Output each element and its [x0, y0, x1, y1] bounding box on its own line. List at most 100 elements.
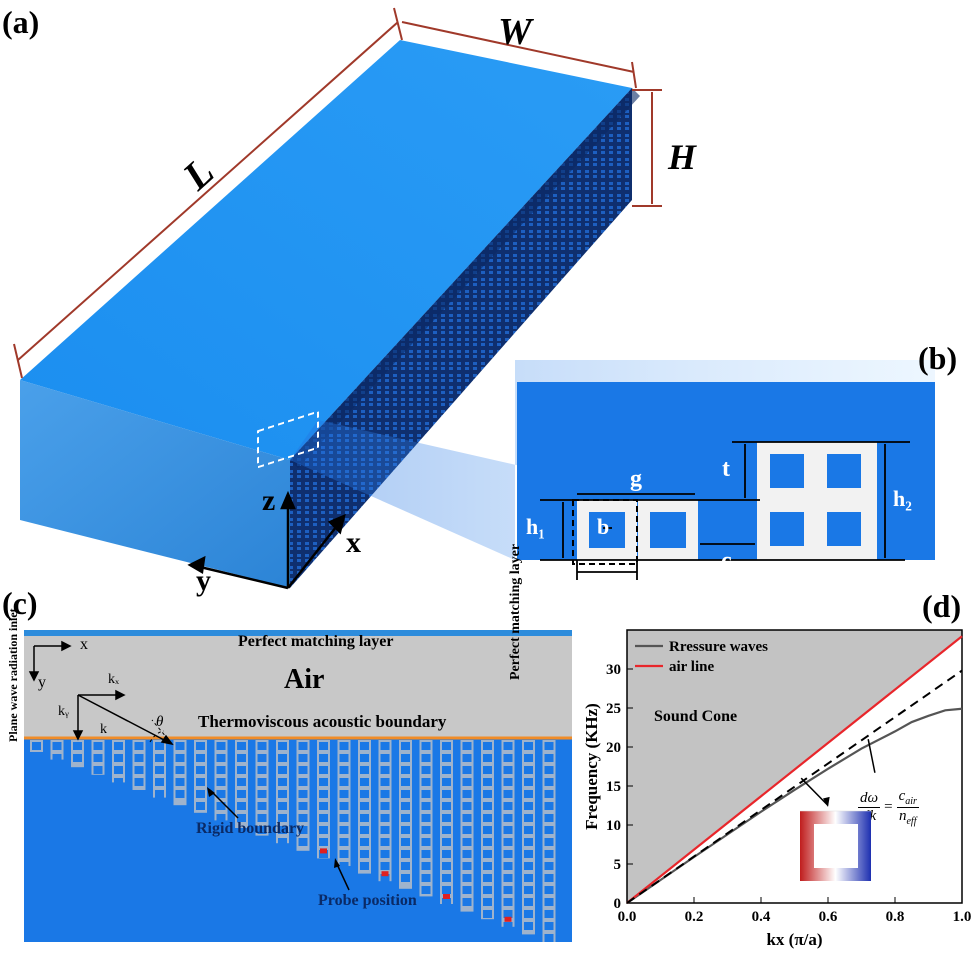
- slot-cavity: [462, 874, 472, 882]
- slot-cavity: [339, 802, 349, 810]
- slot-cavity: [257, 778, 267, 786]
- y-tick-label: 5: [614, 857, 622, 873]
- slot-cavity: [483, 898, 492, 906]
- x-tick-label: 0.2: [685, 909, 704, 925]
- probe-marker: [381, 871, 389, 877]
- slot-cavity: [339, 766, 349, 774]
- slot-cavity: [462, 898, 472, 906]
- slot-cavity: [319, 850, 328, 858]
- slot-cavity: [360, 766, 369, 774]
- slot-cavity: [114, 742, 123, 750]
- slot-cavity: [401, 766, 410, 774]
- wave-kx-label: kₓ: [108, 672, 120, 687]
- slot-cavity: [175, 778, 185, 786]
- slot-cavity: [237, 778, 246, 786]
- legend-label-1: air line: [669, 659, 714, 675]
- slot-cavity: [360, 802, 369, 810]
- slot-cavity: [462, 838, 472, 846]
- panel-c-pml-top: [24, 630, 572, 636]
- slot-cavity: [257, 766, 267, 774]
- c-axis-x-label: x: [80, 636, 88, 653]
- axis-x-label: x: [346, 526, 361, 559]
- slot-cavity: [421, 802, 431, 810]
- slot-cavity: [52, 754, 62, 762]
- slot-cavity: [339, 862, 349, 870]
- slot-cavity: [278, 790, 287, 798]
- rigid-boundary-label: Rigid boundary: [196, 820, 305, 837]
- legend-label-0: Rressure waves: [669, 639, 768, 655]
- slot-cavity: [544, 826, 554, 834]
- slot-cavity: [483, 838, 492, 846]
- slot-cavity: [380, 742, 390, 750]
- slot-cavity: [483, 910, 492, 918]
- slot-cavity: [298, 742, 308, 750]
- slot-cavity: [216, 778, 226, 786]
- slot-cavity: [380, 778, 390, 786]
- slot-cavity: [462, 790, 472, 798]
- slot-cavity: [339, 850, 349, 858]
- slot-cavity: [114, 778, 123, 786]
- inset-pointer-head: [822, 796, 830, 808]
- slot-cavity: [237, 790, 246, 798]
- slot-cavity: [380, 874, 390, 882]
- slot-cavity: [73, 742, 82, 750]
- plot-frame: [626, 629, 963, 904]
- slot-cavity: [442, 886, 451, 894]
- sound-cone-area: [627, 630, 962, 903]
- slot-cavity: [401, 838, 410, 846]
- slot-cavity: [278, 754, 287, 762]
- slot-cavity: [483, 862, 492, 870]
- slot-cavity: [380, 754, 390, 762]
- slot-cavity: [257, 790, 267, 798]
- slot-cavity: [216, 814, 226, 822]
- stepped-slot: [522, 740, 535, 935]
- slot-cavity: [462, 754, 472, 762]
- slot-cavity: [503, 850, 513, 858]
- probe-position-label: Probe position: [318, 892, 417, 909]
- slot-cavity: [339, 826, 349, 834]
- slot-cavity: [524, 886, 533, 894]
- stepped-slot: [255, 740, 269, 836]
- slot-cavity: [339, 838, 349, 846]
- slot-cavity: [544, 922, 554, 930]
- slot-cavity: [360, 778, 369, 786]
- slot-cavity: [483, 790, 492, 798]
- slot-cavity: [503, 910, 513, 918]
- slot-cavity: [257, 826, 267, 834]
- slot-cavity: [503, 898, 513, 906]
- slot-cavity: [442, 790, 451, 798]
- slot-cavity: [503, 826, 513, 834]
- slot-cavity: [442, 766, 451, 774]
- axis-z-label: z: [262, 484, 276, 517]
- slot-cavity: [401, 826, 410, 834]
- slot-cavity: [524, 778, 533, 786]
- slot-cavity: [503, 862, 513, 870]
- slot-cavity: [503, 814, 513, 822]
- pml-top-label: Perfect matching layer: [238, 633, 394, 650]
- slot-cavity: [421, 886, 431, 894]
- slot-cavity: [73, 754, 82, 762]
- slot-cavity: [421, 778, 431, 786]
- slot-cavity: [503, 838, 513, 846]
- slot-cavity: [483, 778, 492, 786]
- slot-cavity: [319, 838, 328, 846]
- slot-cavity: [319, 802, 328, 810]
- slot-cavity: [134, 766, 144, 774]
- slot-cavity: [524, 898, 533, 906]
- slot-cavity: [319, 754, 328, 762]
- slot-cavity: [93, 766, 103, 774]
- slot-cavity: [196, 754, 205, 762]
- slot-cavity: [442, 802, 451, 810]
- y-tick-label: 0: [614, 896, 622, 912]
- x-tick-label: 1.0: [953, 909, 972, 925]
- slot-cavity: [175, 742, 185, 750]
- panel-d-label: (d): [922, 588, 962, 624]
- slot-cavity: [380, 850, 390, 858]
- slot-cavity: [462, 826, 472, 834]
- x-axis-label: kx (π/a): [766, 930, 822, 949]
- stepped-slot: [132, 740, 146, 790]
- slot-cavity: [421, 814, 431, 822]
